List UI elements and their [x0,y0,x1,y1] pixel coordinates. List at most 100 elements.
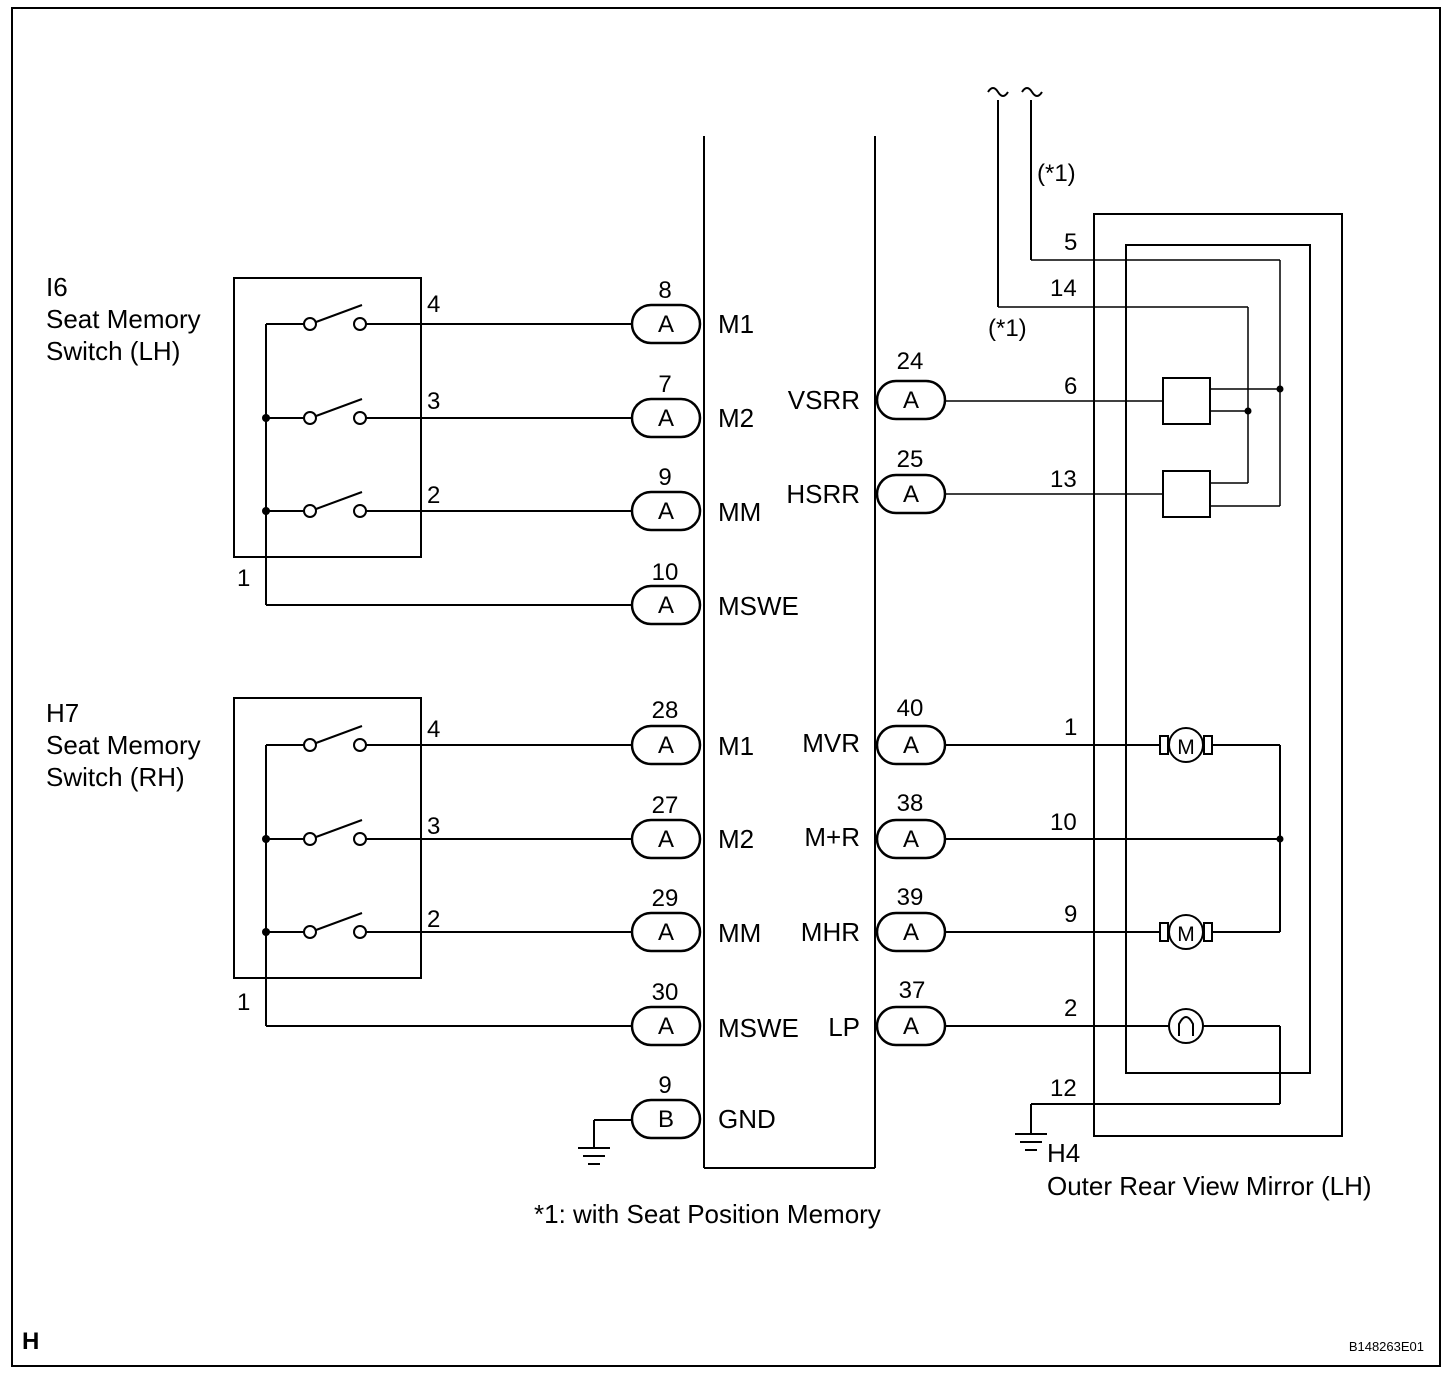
mirror-pin-13: 13 [1050,466,1077,493]
ecu-pin-lp: 37 A LP [828,977,947,1047]
svg-text:M2: M2 [718,824,754,854]
mirror-pin-12: 12 [1050,1075,1077,1102]
svg-text:M1: M1 [718,309,754,339]
svg-text:A: A [903,919,919,946]
switch-lh-name-1: Seat Memory [46,304,201,334]
svg-text:A: A [658,919,674,946]
svg-text:38: 38 [897,790,924,817]
svg-text:A: A [658,1013,674,1040]
seat-memory-switch-lh: I6 Seat Memory Switch (LH) 4 3 2 [46,272,440,605]
page-frame [11,7,1441,1367]
vertical-sensor [1162,377,1211,425]
svg-text:40: 40 [897,695,924,722]
switch-rh-pin-3: 3 [427,813,440,840]
ground-symbol [578,1119,632,1165]
switch-contact [303,398,367,425]
switch-lh-pin-3: 3 [427,388,440,415]
page-code: H [22,1328,39,1355]
svg-text:M2: M2 [718,403,754,433]
switch-rh-name-2: Switch (RH) [46,762,185,792]
svg-text:LP: LP [828,1012,860,1042]
svg-text:A: A [903,1013,919,1040]
svg-text:A: A [903,732,919,759]
svg-text:MHR: MHR [801,917,860,947]
svg-text:A: A [903,826,919,853]
svg-text:25: 25 [897,446,924,473]
svg-text:M: M [1177,923,1195,946]
ecu-pin-m2-lh: 7 A M2 [630,371,754,439]
svg-text:MSWE: MSWE [718,1013,799,1043]
switch-contact [303,304,367,331]
svg-text:MM: MM [718,918,761,948]
ecu-pin-mswe-rh: 30 A MSWE [630,979,799,1047]
svg-text:37: 37 [899,977,926,1004]
mirror-motor-vertical: M [1159,727,1213,763]
mirror-lamp-icon [1168,1008,1204,1044]
ecu-pin-vsrr: 24 A VSRR [788,348,947,421]
switch-contact [303,725,367,752]
mirror-pin-2: 2 [1064,995,1077,1022]
horizontal-sensor [1162,470,1211,518]
switch-rh-pin-4: 4 [427,716,440,743]
note-star1-left: (*1) [988,315,1027,342]
ground-symbol-h4 [1015,1133,1047,1151]
svg-text:7: 7 [658,371,671,398]
switch-rh-code: H7 [46,698,79,728]
ecu-pin-hsrr: 25 A HSRR [786,446,947,515]
switch-rh-pin-1: 1 [237,989,250,1016]
ecu-pin-m2-rh: 27 A M2 [630,792,754,860]
switch-rh-name-1: Seat Memory [46,730,201,760]
svg-text:39: 39 [897,884,924,911]
svg-text:A: A [658,732,674,759]
svg-text:VSRR: VSRR [788,385,860,415]
ecu-pin-mswe-lh: 10 A MSWE [630,559,799,626]
ecu-pin-mvr: 40 A MVR [802,695,947,766]
svg-text:A: A [658,592,674,619]
switch-contact [303,491,367,518]
switch-lh-wires [266,323,632,606]
svg-text:24: 24 [897,348,924,375]
mirror-pin-10: 10 [1050,809,1077,836]
seat-memory-switch-rh: H7 Seat Memory Switch (RH) 4 3 2 1 [46,697,440,1026]
switch-contact [303,819,367,846]
svg-text:A: A [658,498,674,525]
mirror-pin-14: 14 [1050,275,1077,302]
svg-text:A: A [658,311,674,338]
ecu-pin-mm-lh: 9 A MM [630,464,761,532]
switch-rh-wires [266,744,632,1027]
switch-lh-name-2: Switch (LH) [46,336,180,366]
svg-text:HSRR: HSRR [786,479,860,509]
svg-text:A: A [903,387,919,414]
switch-lh-pin-4: 4 [427,291,440,318]
ecu-pin-gnd: 9 B GND [630,1072,776,1140]
mirror-pin-1: 1 [1064,714,1077,741]
svg-text:A: A [658,826,674,853]
svg-text:27: 27 [652,792,679,819]
mirror-pin-5: 5 [1064,229,1077,256]
switch-lh-pin-1: 1 [237,565,250,592]
svg-text:MM: MM [718,497,761,527]
mirror-pin-9: 9 [1064,901,1077,928]
svg-text:A: A [903,481,919,508]
mirror-name: Outer Rear View Mirror (LH) [1047,1171,1372,1201]
svg-text:MSWE: MSWE [718,591,799,621]
switch-lh-pin-2: 2 [427,482,440,509]
mirror-code: H4 [1047,1138,1080,1168]
mirror-motor-horizontal: M [1159,914,1213,950]
ecu-pin-mm-rh: 29 A MM [630,885,761,953]
svg-text:M: M [1177,736,1195,759]
svg-text:9: 9 [658,464,671,491]
svg-text:30: 30 [652,979,679,1006]
svg-text:9: 9 [658,1072,671,1099]
figure-id: B148263E01 [1349,1339,1424,1354]
svg-text:B: B [658,1106,674,1133]
switch-contact [303,912,367,939]
svg-text:A: A [658,405,674,432]
footnote: *1: with Seat Position Memory [534,1199,881,1229]
switch-rh-pin-2: 2 [427,906,440,933]
svg-text:M+R: M+R [804,822,860,852]
svg-text:M1: M1 [718,731,754,761]
switch-lh-code: I6 [46,272,68,302]
svg-text:MVR: MVR [802,728,860,758]
